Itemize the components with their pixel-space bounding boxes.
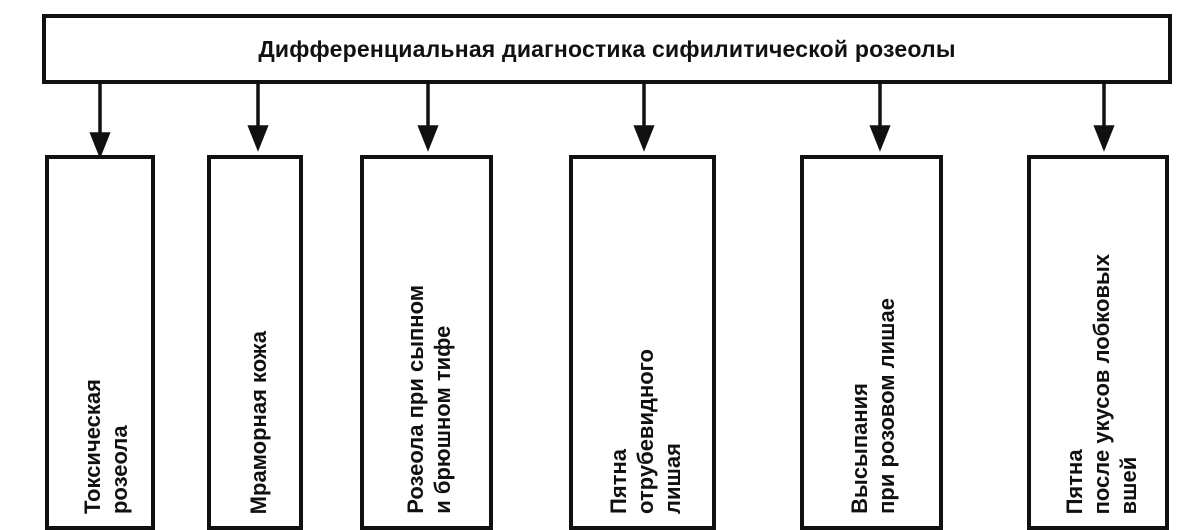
node-typhus-roseola: Розеола при сыпном и брюшном тифе: [360, 155, 493, 530]
node-louse-bite-spots: Пятна после укусов лобковых вшей: [1027, 155, 1169, 530]
node-label: Высыпания при розовом лишае: [847, 298, 899, 514]
diagram-title: Дифференциальная диагностика сифилитичес…: [258, 35, 956, 62]
arrowhead-toxic-roseola: [89, 132, 111, 159]
node-rosea-eruptions: Высыпания при розовом лишае: [800, 155, 943, 530]
node-pityriasis-spots: Пятна отрубевидного лишая: [569, 155, 716, 530]
arrowhead-marble-skin: [247, 125, 269, 152]
arrowhead-rosea-eruptions: [869, 125, 891, 152]
node-label: Мраморная кожа: [246, 330, 271, 514]
arrowhead-typhus-roseola: [417, 125, 439, 152]
arrowhead-pityriasis-spots: [633, 125, 655, 152]
node-marble-skin: Мраморная кожа: [207, 155, 303, 530]
node-toxic-roseola: Токсическая розеола: [45, 155, 155, 530]
diagram-title-box: Дифференциальная диагностика сифилитичес…: [42, 14, 1172, 84]
connector-arrows: [89, 84, 1115, 159]
arrowhead-louse-bite-spots: [1093, 125, 1115, 152]
node-label: Пятна после укусов лобковых вшей: [1062, 253, 1141, 514]
node-label: Токсическая розеола: [80, 378, 132, 514]
node-label: Розеола при сыпном и брюшном тифе: [403, 285, 455, 514]
node-label: Пятна отрубевидного лишая: [606, 349, 685, 514]
